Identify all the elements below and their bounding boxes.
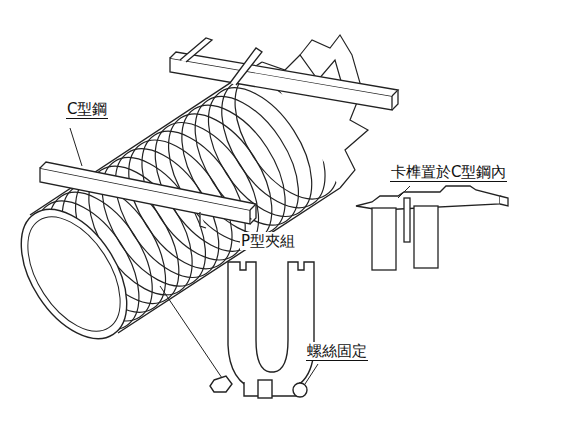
c-channel (40, 38, 398, 228)
note-label: 螺絲固定 (306, 342, 368, 361)
leader-line (305, 364, 318, 384)
leader-line (70, 128, 82, 166)
clip-bracket (356, 186, 508, 270)
duct-rib (161, 87, 307, 251)
part-name: C型鋼 (66, 100, 108, 119)
duct-open-end-inner (9, 201, 139, 348)
leader-line (398, 186, 410, 198)
duct-open-end (0, 191, 148, 358)
leader-line (160, 286, 222, 378)
p-clamp (210, 262, 314, 398)
part-name: P型夾組 (240, 232, 296, 250)
note-label: 卡榫置於C型鋼內 (390, 163, 507, 182)
